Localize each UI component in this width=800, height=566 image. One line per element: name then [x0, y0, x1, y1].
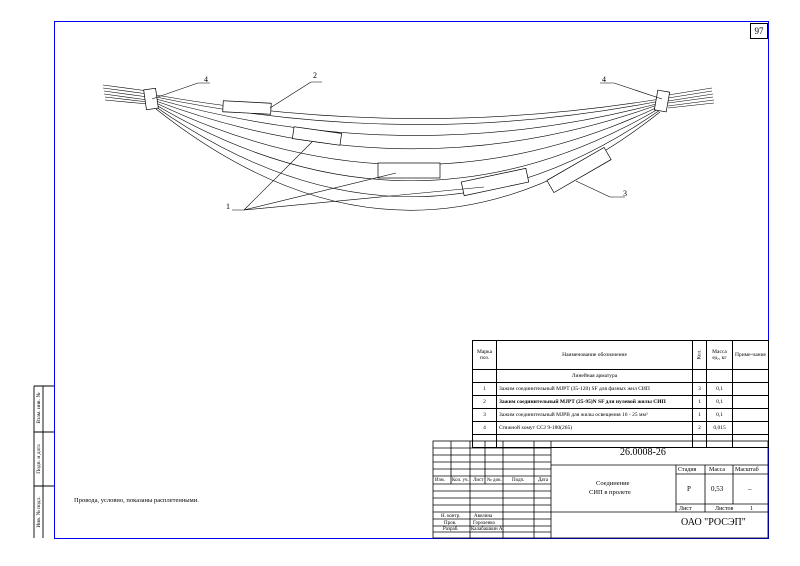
strap-clamp-left	[143, 87, 159, 111]
callout-4-left: 4	[204, 75, 208, 84]
leader-2	[269, 81, 322, 109]
leader-3	[575, 180, 625, 198]
header-note: Приме-чание	[732, 340, 769, 370]
tb-col-izm: Изм.	[435, 478, 445, 483]
wire-6	[155, 104, 661, 182]
tb-name-3: Калабашкин А.	[471, 527, 504, 532]
doc-title-line1: Соединение	[596, 480, 630, 487]
stage-label: Стадия	[678, 467, 697, 473]
tb-col-date: Дата	[538, 478, 548, 483]
tb-name-2: Гороленко	[473, 521, 495, 526]
connector-1a	[292, 126, 342, 146]
connector-1b	[377, 162, 441, 179]
tb-role-prov: Пров.	[444, 521, 457, 526]
sheet-label: Лист	[679, 506, 692, 512]
leader-1	[232, 141, 485, 211]
sheets-label: Листов	[715, 506, 734, 512]
mass-label: Масса	[709, 467, 726, 473]
doc-title-line2: СИП в пролете	[589, 489, 631, 496]
spec-header-row: Марка поз. Наименование обозначение Кол.…	[472, 340, 769, 370]
side-label-replace: Взам. инв. №	[36, 392, 42, 424]
drawing-frame	[54, 21, 769, 539]
wire-4	[155, 100, 661, 150]
scale-label: Масштаб	[735, 467, 759, 473]
tb-col-list: Лист	[473, 478, 484, 483]
tb-name-1: Авелина	[474, 514, 493, 519]
sheets-count: 1	[750, 506, 753, 512]
callout-1: 1	[226, 202, 230, 211]
sheet-number: 97	[750, 23, 768, 39]
tb-col-kol: Кол. уч.	[452, 478, 469, 483]
leader-4-right	[600, 82, 663, 100]
wire-7	[155, 106, 661, 197]
leader-4-left	[151, 82, 210, 100]
strap-clamp-right	[653, 89, 671, 113]
connector-2	[222, 100, 272, 115]
tb-col-doc: № док.	[487, 478, 502, 483]
side-label-sign-date: Подп. и дата	[36, 444, 42, 474]
wire-end-left	[102, 84, 149, 105]
side-label-inv: Инв. № подл.	[36, 496, 42, 528]
tb-role-nkontr: Н. контр.	[441, 514, 461, 519]
tb-col-podp: Подп.	[512, 478, 525, 483]
callout-2: 2	[313, 71, 317, 80]
wire-end-right	[667, 87, 715, 109]
callout-4-right: 4	[602, 75, 606, 84]
drawing-note: Провода, условно, показаны расплетенными…	[74, 497, 199, 504]
company-name: ОАО "РОСЭП"	[681, 517, 746, 528]
scale-value: –	[748, 485, 752, 493]
stage-value: Р	[687, 485, 691, 493]
wire-3	[155, 98, 661, 136]
mass-value: 0,53	[711, 485, 724, 493]
connector-3	[546, 146, 612, 194]
tb-role-razrab: Разраб.	[443, 527, 459, 532]
doc-code: 26.0008-26	[620, 447, 666, 458]
callout-3: 3	[623, 189, 627, 198]
